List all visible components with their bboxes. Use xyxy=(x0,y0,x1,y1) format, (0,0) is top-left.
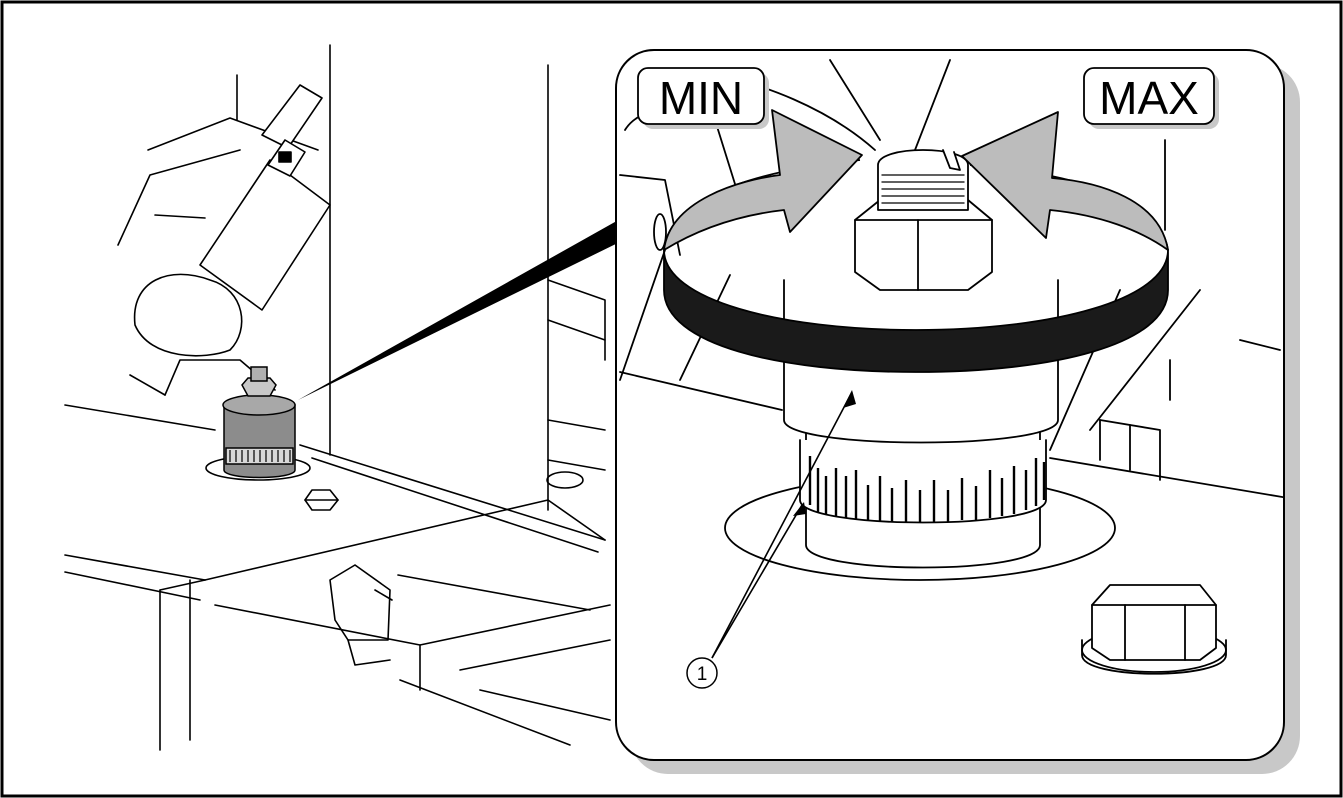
zoom-leader-lines xyxy=(298,218,628,400)
min-label: MIN xyxy=(637,67,769,129)
callout-1: 1 xyxy=(686,390,856,689)
max-label-text: MAX xyxy=(1099,72,1199,124)
overview-adjuster-knob xyxy=(222,366,296,479)
rotation-indicator xyxy=(663,109,1169,373)
overview-drawing xyxy=(64,44,611,751)
max-label: MAX xyxy=(1083,67,1219,129)
detail-drawing xyxy=(619,59,1283,675)
adjustment-scale xyxy=(808,456,1046,522)
callout-1-number: 1 xyxy=(697,664,708,685)
min-label-text: MIN xyxy=(659,72,743,124)
